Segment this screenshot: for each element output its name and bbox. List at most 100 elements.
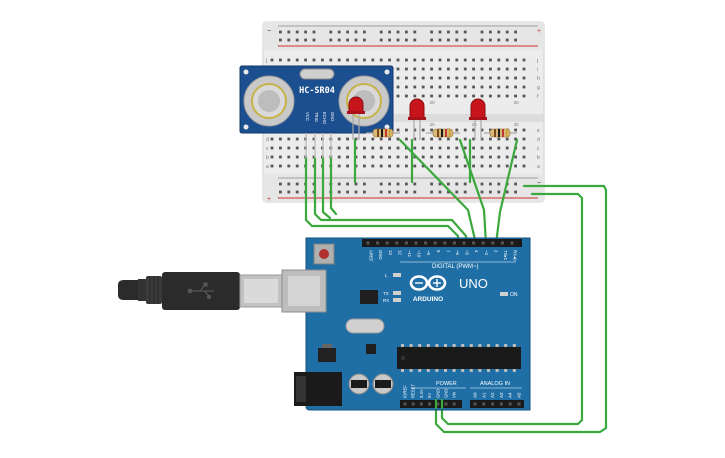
header-pin[interactable] — [491, 241, 495, 245]
breadboard-hole[interactable] — [421, 146, 425, 150]
rail-hole[interactable] — [480, 38, 484, 42]
rail-hole[interactable] — [346, 30, 349, 34]
breadboard-hole[interactable] — [472, 155, 475, 159]
hc-sr04-sensor[interactable]: HC-SR04 VCC TRIG ECHO GND — [239, 65, 394, 158]
header-pin[interactable] — [452, 402, 456, 406]
breadboard-hole[interactable] — [472, 58, 475, 62]
resistor-3[interactable] — [484, 128, 517, 138]
breadboard-hole[interactable] — [514, 58, 517, 62]
breadboard-hole[interactable] — [522, 67, 526, 71]
rail-hole[interactable] — [279, 190, 282, 194]
breadboard-hole[interactable] — [447, 76, 450, 80]
wire-5v-rail[interactable] — [440, 192, 584, 426]
breadboard-hole[interactable] — [438, 155, 442, 159]
breadboard-hole[interactable] — [472, 128, 475, 132]
breadboard-hole[interactable] — [405, 76, 408, 80]
breadboard-hole[interactable] — [489, 164, 492, 168]
breadboard-hole[interactable] — [396, 137, 400, 141]
rail-hole[interactable] — [455, 38, 459, 42]
breadboard-hole[interactable] — [522, 128, 526, 132]
breadboard-hole[interactable] — [497, 137, 501, 141]
breadboard-hole[interactable] — [337, 58, 341, 62]
breadboard-hole[interactable] — [480, 85, 484, 89]
rail-hole[interactable] — [346, 38, 349, 42]
breadboard-hole[interactable] — [279, 137, 282, 141]
breadboard-hole[interactable] — [522, 155, 526, 159]
rail-hole[interactable] — [354, 182, 358, 186]
breadboard-hole[interactable] — [497, 76, 501, 80]
rail-hole[interactable] — [447, 182, 450, 186]
breadboard-hole[interactable] — [522, 164, 526, 168]
rail-hole[interactable] — [379, 38, 383, 42]
rail-hole[interactable] — [279, 38, 282, 42]
rail-hole[interactable] — [295, 190, 299, 194]
led-1[interactable] — [347, 96, 365, 140]
breadboard-hole[interactable] — [405, 67, 408, 71]
breadboard-hole[interactable] — [270, 164, 274, 168]
rail-hole[interactable] — [388, 30, 391, 34]
header-pin[interactable] — [517, 402, 521, 406]
breadboard-hole[interactable] — [270, 146, 274, 150]
breadboard-hole[interactable] — [447, 155, 450, 159]
breadboard-hole[interactable] — [405, 94, 408, 98]
breadboard-hole[interactable] — [438, 67, 442, 71]
rail-hole[interactable] — [438, 30, 442, 34]
header-pin[interactable] — [462, 241, 466, 245]
rail-hole[interactable] — [379, 182, 383, 186]
breadboard-hole[interactable] — [463, 146, 467, 150]
breadboard-hole[interactable] — [480, 94, 484, 98]
breadboard-hole[interactable] — [413, 155, 417, 159]
reset-button[interactable] — [313, 243, 335, 265]
breadboard-hole[interactable] — [455, 67, 459, 71]
breadboard-hole[interactable] — [472, 67, 475, 71]
breadboard-hole[interactable] — [447, 164, 450, 168]
breadboard-hole[interactable] — [421, 67, 425, 71]
breadboard-hole[interactable] — [430, 146, 433, 150]
breadboard-hole[interactable] — [279, 146, 282, 150]
breadboard-hole[interactable] — [430, 67, 433, 71]
breadboard-hole[interactable] — [388, 164, 391, 168]
breadboard-hole[interactable] — [514, 67, 517, 71]
breadboard-hole[interactable] — [363, 164, 366, 168]
breadboard-hole[interactable] — [430, 128, 433, 132]
breadboard-hole[interactable] — [396, 146, 400, 150]
breadboard-hole[interactable] — [505, 137, 509, 141]
rail-hole[interactable] — [287, 30, 291, 34]
breadboard-hole[interactable] — [438, 164, 442, 168]
breadboard-hole[interactable] — [489, 137, 492, 141]
breadboard-hole[interactable] — [522, 85, 526, 89]
header-pin[interactable] — [385, 241, 389, 245]
rail-hole[interactable] — [413, 38, 417, 42]
breadboard-hole[interactable] — [421, 85, 425, 89]
header-pin[interactable] — [436, 402, 440, 406]
breadboard-hole[interactable] — [295, 155, 299, 159]
breadboard-hole[interactable] — [455, 155, 459, 159]
breadboard-hole[interactable] — [489, 76, 492, 80]
rail-hole[interactable] — [388, 182, 391, 186]
breadboard-hole[interactable] — [514, 137, 517, 141]
breadboard-hole[interactable] — [489, 155, 492, 159]
breadboard-hole[interactable] — [430, 164, 433, 168]
rail-hole[interactable] — [279, 30, 282, 34]
rail-hole[interactable] — [396, 30, 400, 34]
breadboard-hole[interactable] — [329, 58, 333, 62]
breadboard-hole[interactable] — [413, 137, 417, 141]
breadboard-hole[interactable] — [379, 164, 383, 168]
rail-hole[interactable] — [379, 30, 383, 34]
rail-hole[interactable] — [388, 190, 391, 194]
rail-hole[interactable] — [497, 38, 501, 42]
breadboard-hole[interactable] — [312, 58, 316, 62]
rail-hole[interactable] — [312, 30, 316, 34]
breadboard-hole[interactable] — [430, 76, 433, 80]
led-2[interactable] — [408, 98, 426, 140]
rail-hole[interactable] — [363, 190, 366, 194]
breadboard-hole[interactable] — [312, 155, 316, 159]
header-pin[interactable] — [403, 402, 407, 406]
breadboard-hole[interactable] — [480, 137, 484, 141]
header-pin[interactable] — [500, 241, 504, 245]
header-pin[interactable] — [376, 241, 380, 245]
breadboard-hole[interactable] — [447, 146, 450, 150]
header-pin[interactable] — [366, 241, 370, 245]
breadboard-hole[interactable] — [321, 58, 324, 62]
breadboard-hole[interactable] — [455, 164, 459, 168]
